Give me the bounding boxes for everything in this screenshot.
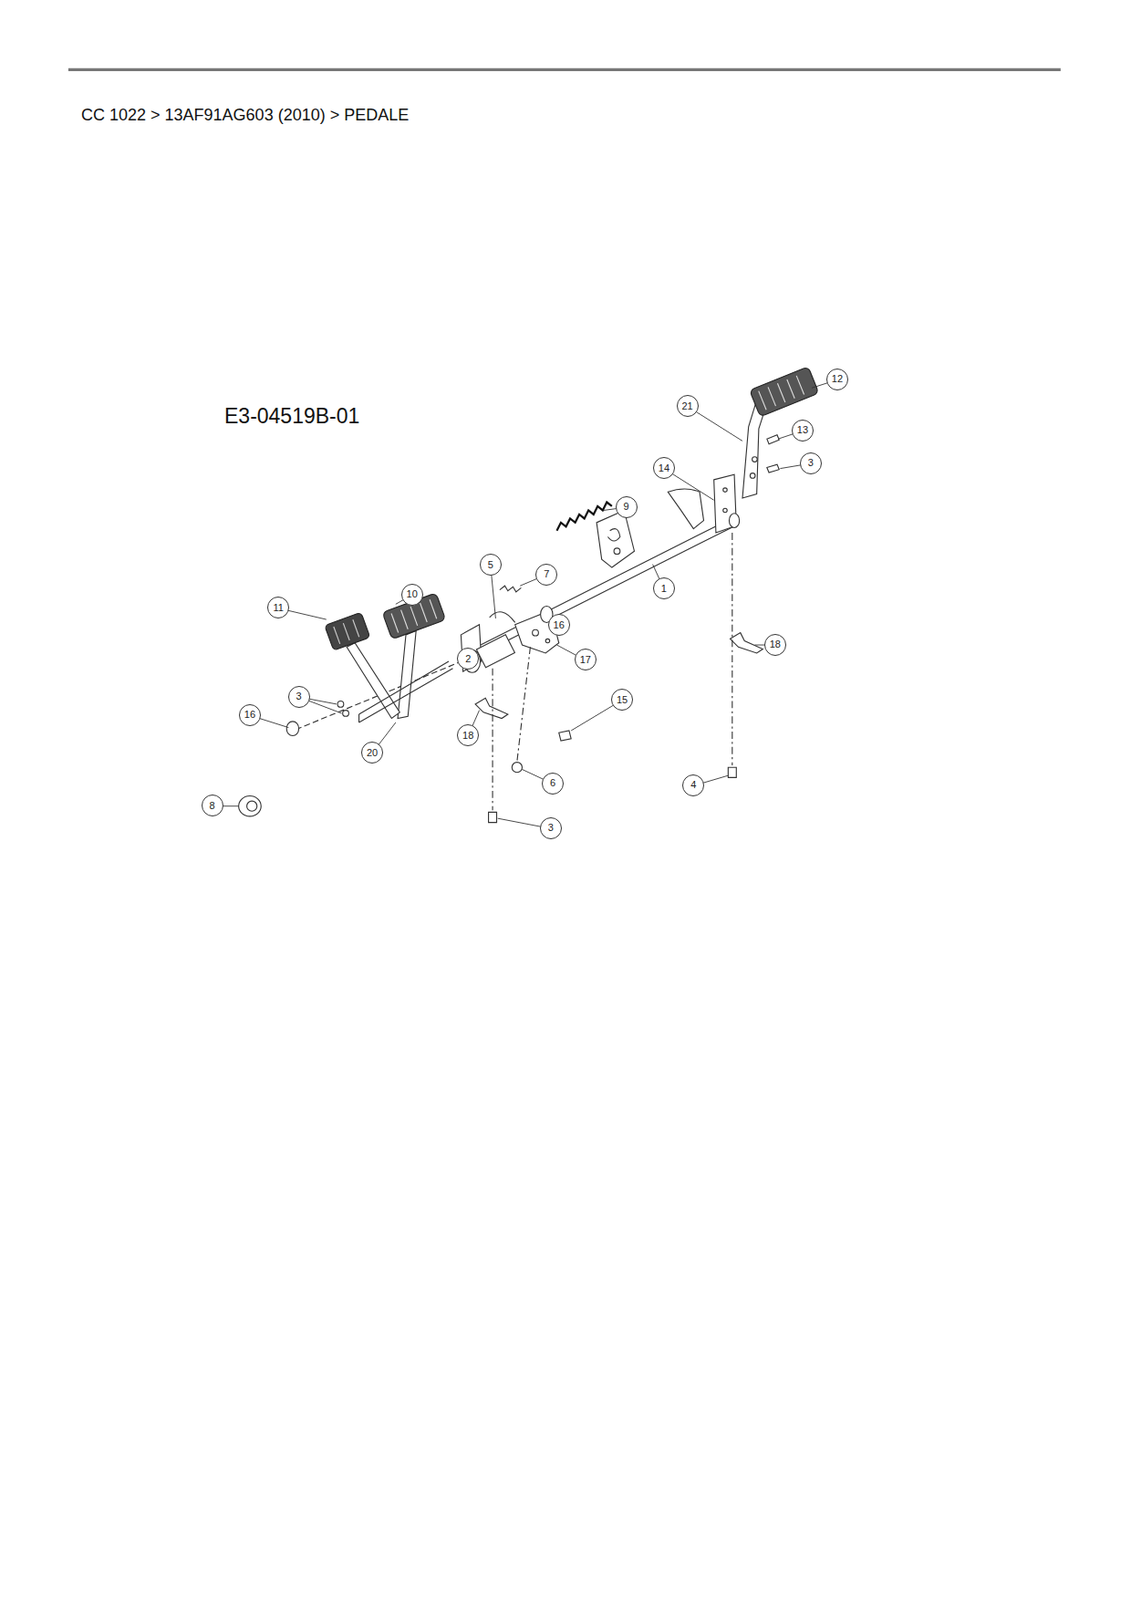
- callout-number: 7: [535, 563, 558, 586]
- callout-text: 13: [797, 425, 809, 436]
- callout-text: 5: [487, 560, 494, 571]
- callout-number: 11: [267, 596, 290, 619]
- callout-number: 4: [682, 774, 705, 797]
- callout-number: 8: [201, 794, 224, 817]
- callout-number: 9: [615, 496, 638, 519]
- callout-number: 3: [799, 452, 822, 475]
- callout-text: 20: [366, 747, 378, 758]
- callout-text: 16: [244, 709, 256, 720]
- callout-text: 21: [681, 401, 693, 412]
- callout-number: 15: [611, 688, 633, 711]
- callout-number: 20: [361, 741, 384, 764]
- callout-text: 18: [462, 730, 474, 741]
- callout-number: 16: [548, 613, 571, 636]
- callout-text: 12: [831, 373, 843, 384]
- callout-number: 5: [479, 553, 502, 576]
- callout-text: 14: [658, 463, 670, 474]
- callout-number: 13: [791, 419, 814, 442]
- callout-text: 6: [549, 778, 556, 789]
- callout-text: 15: [616, 695, 628, 706]
- callout-number: 12: [826, 368, 849, 391]
- callout-number: 21: [676, 394, 699, 417]
- page-title: CC 1022 > 13AF91AG603 (2010) > PEDALE: [81, 105, 409, 125]
- callout-text: 9: [622, 501, 629, 512]
- parts-drawing: [238, 366, 820, 823]
- callout-number: 2: [456, 647, 479, 670]
- callout-text: 18: [769, 639, 781, 650]
- callout-text: 17: [580, 654, 592, 665]
- callout-text: 3: [808, 457, 814, 468]
- callout-number: 1: [653, 577, 675, 600]
- callout-text: 7: [543, 569, 550, 580]
- callout-number: 6: [541, 772, 564, 795]
- header-rule: [68, 68, 1061, 72]
- drawing-number: E3-04519B-01: [224, 404, 360, 429]
- callout-text: 10: [406, 589, 418, 600]
- callout-text: 16: [553, 620, 565, 631]
- callout-number: 18: [456, 724, 479, 747]
- callout-text: 3: [548, 822, 554, 833]
- callout-text: 3: [296, 691, 302, 702]
- callout-text: 4: [690, 779, 696, 790]
- callout-number: 10: [401, 583, 424, 606]
- leader-lines: [212, 379, 838, 829]
- callout-number: 16: [238, 704, 261, 727]
- callout-number: 3: [288, 685, 311, 708]
- callout-text: 1: [661, 583, 667, 594]
- callout-number: 3: [539, 817, 562, 840]
- callout-text: 11: [273, 602, 284, 613]
- callout-number: 18: [764, 633, 787, 656]
- callout-number: 14: [653, 456, 675, 479]
- callout-number: 17: [574, 648, 597, 671]
- callout-text: 8: [209, 800, 216, 811]
- callout-text: 2: [465, 653, 471, 665]
